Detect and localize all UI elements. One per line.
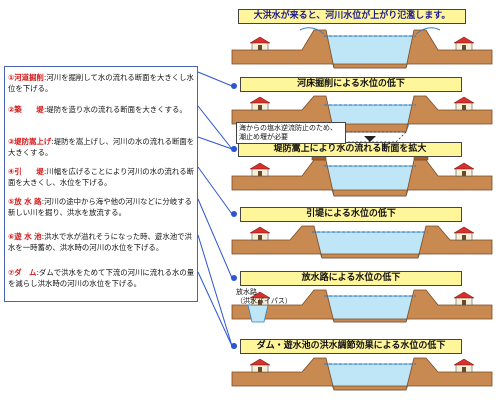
down-arrow-icon [364, 136, 376, 142]
measure-floodway: ⑤放 水 路:河川の途中から海や他の河川などに分岐する新しい川を掘り、洪水を放流… [8, 197, 192, 217]
house-icon [249, 358, 271, 373]
measure-levee-raising: ③堤防嵩上げ:堤防を嵩上げし、河川の水の流れる断面を大きくする。 [8, 137, 195, 157]
measure-river-excavation: ①河道掘削:河川を掘削して水の流れる断面を大きくし水位を下げる。 [8, 73, 194, 93]
measure-levee-setback: ④引 堤:川幅を広げることにより河川の水の流れる断面を大きくし、水位を下げる。 [8, 167, 194, 187]
house-icon [249, 226, 271, 241]
floodway-channel [247, 304, 269, 323]
connector-dot [231, 211, 237, 217]
house-icon [453, 358, 475, 373]
connector-line-6 [197, 234, 233, 347]
connector-line-5 [197, 198, 233, 279]
levee-and-ground [231, 29, 493, 69]
cross-section-4 [231, 225, 493, 259]
connector-dot [231, 343, 237, 349]
banner-setback: 引堤による水位の低下 [240, 207, 462, 222]
excavation-outline [333, 131, 407, 143]
cross-section-6 [231, 357, 493, 391]
river-water [323, 295, 417, 323]
banner-excavation: 河床掘削による水位の低下 [240, 77, 462, 92]
levee-and-ground [231, 357, 493, 391]
overflow-arrow-icon [299, 27, 325, 35]
levee-and-ground [231, 289, 493, 323]
connector-line-4 [197, 166, 233, 215]
title-banner: 大洪水が来ると、河川水位が上がり氾濫します。 [238, 9, 466, 24]
connector-line-3 [197, 136, 233, 150]
connector-dot [231, 146, 237, 152]
measure-embankment: ②築 堤:堤防を造り水の流れる断面を大きくする。 [8, 105, 187, 114]
house-icon [249, 291, 271, 306]
cross-sections [231, 27, 493, 391]
seawater-note: 海からの塩水逆流防止のため、潮止め堰が必要 [236, 122, 346, 144]
house-icon [453, 162, 475, 177]
river-water [323, 35, 417, 69]
cross-section-5 [231, 289, 493, 323]
connector-lines [197, 71, 237, 349]
floodway-label: 放水路 （洪水バイパス） [236, 288, 292, 305]
connector-line-1 [197, 71, 233, 87]
connector-dot [231, 275, 237, 281]
house-icon [453, 96, 475, 111]
banner-levee-raising: 堤防嵩上により水の流れる断面を拡大 [238, 142, 462, 157]
cross-section-1 [231, 27, 493, 69]
measure-dam: ⑦ダ ム:ダムで洪水をためて下流の河川に流れる水の量を減らし洪水時の河川の水位を… [8, 268, 195, 288]
house-icon [453, 291, 475, 306]
house-icon [249, 162, 271, 177]
measures-list: ①河道掘削:河川を掘削して水の流れる断面を大きくし水位を下げる。 ②築 堤:堤防… [4, 66, 198, 302]
overflow-arrow-icon [415, 27, 441, 35]
house-icon [453, 36, 475, 51]
house-icon [249, 96, 271, 111]
measure-retarding-basin: ⑥遊 水 池:洪水で水が溢れそうになった時、遊水池で洪水を一時蓄め、洪水時の河川… [8, 232, 192, 252]
cross-section-3 [231, 151, 493, 197]
connector-line-7 [197, 271, 233, 347]
banner-dam-basin: ダム・遊水池の洪水調節効果による水位の低下 [240, 339, 462, 354]
house-icon [249, 36, 271, 51]
connector-dot [231, 83, 237, 89]
house-icon [453, 226, 475, 241]
banner-floodway: 放水路による水位の低下 [240, 271, 462, 286]
levee-and-ground [231, 225, 493, 259]
connector-line-2 [197, 105, 233, 150]
